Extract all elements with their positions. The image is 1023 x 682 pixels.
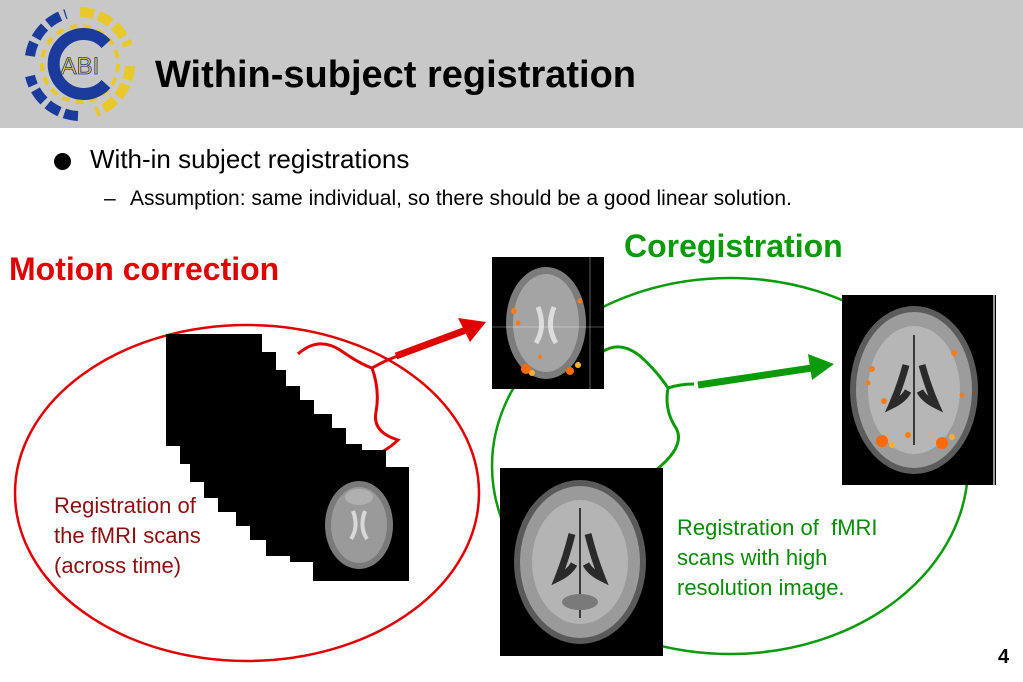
coreg-arrow-head (808, 354, 834, 380)
fmri-activation-scan (492, 257, 604, 389)
motion-correction-heading: Motion correction (9, 251, 280, 287)
sub-bullet-dash: – (104, 187, 116, 210)
abi-logo: ABI (25, 7, 135, 121)
bullet-dot (54, 153, 71, 170)
logo-text: ABI (61, 53, 100, 80)
anatomical-scan (500, 468, 663, 656)
motion-caption-line: Registration of (54, 493, 196, 518)
coreg-caption: Registration of fMRI scans with high res… (677, 513, 917, 603)
coreg-brace (601, 345, 695, 472)
coregistration-heading: Coregistration (624, 228, 843, 264)
motion-caption-line: the fMRI scans (54, 523, 201, 548)
motion-arrow-head (458, 318, 486, 342)
motion-arrow-shaft (394, 326, 468, 360)
sub-bullet-text: Assumption: same individual, so there sh… (130, 187, 792, 210)
coreg-arrow-shaft (697, 364, 813, 389)
coregistered-scan (842, 295, 996, 485)
motion-caption: Registration of the fMRI scans (across t… (54, 491, 244, 581)
coreg-caption-line: scans with high (677, 545, 828, 570)
motion-ellipse (13, 323, 481, 663)
fmri-scan-front (313, 467, 409, 581)
motion-brace (296, 342, 401, 454)
coreg-caption-line: resolution image. (677, 575, 845, 600)
motion-caption-line: (across time) (54, 553, 182, 578)
coreg-caption-line: Registration of fMRI (677, 515, 878, 540)
bullet-text: With-in subject registrations (90, 144, 410, 174)
title-bar (0, 0, 1023, 128)
slide-title: Within-subject registration (155, 54, 637, 96)
page-number: 4 (998, 646, 1010, 668)
